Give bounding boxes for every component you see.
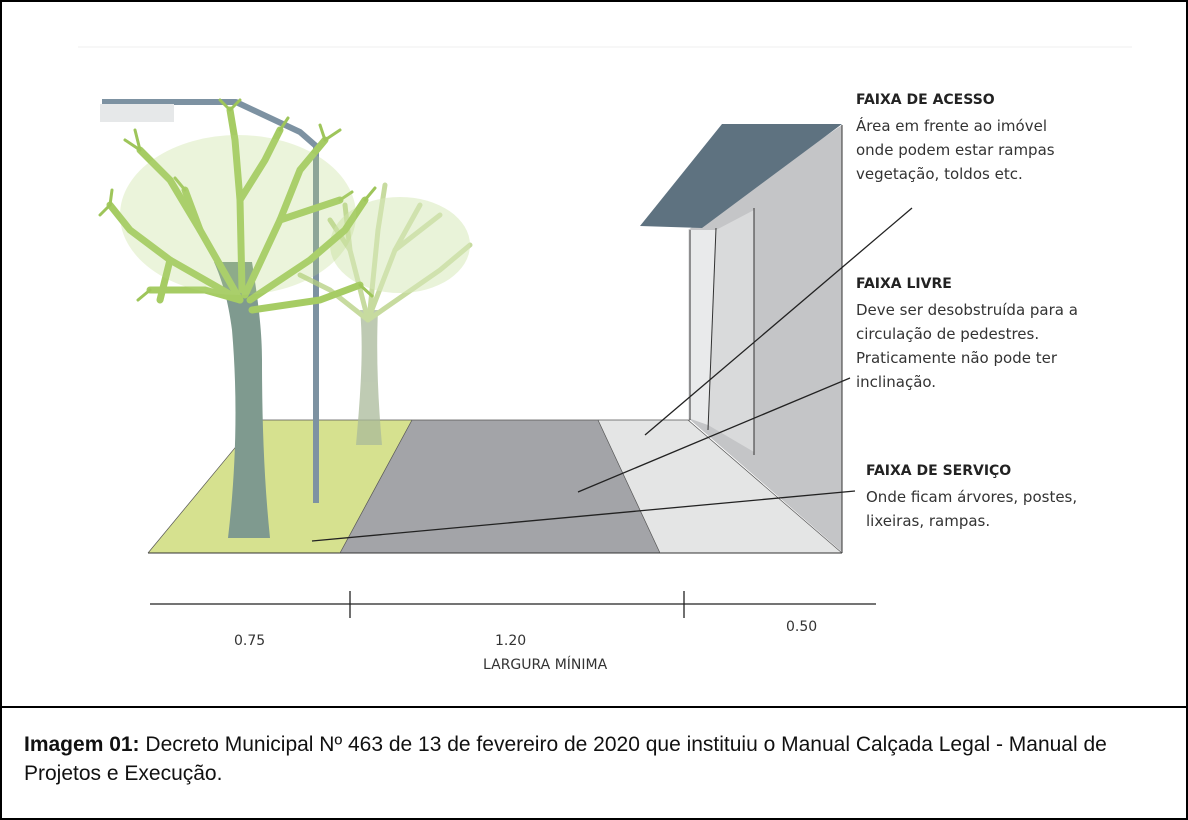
label-faixa-servico: FAIXA DE SERVIÇO Onde ficam árvores, pos… <box>866 463 1077 530</box>
livre-strip <box>340 420 660 553</box>
label-acesso-line: onde podem estar rampas <box>856 141 1055 159</box>
dimension-line <box>150 591 876 618</box>
label-livre-title: FAIXA LIVRE <box>856 276 952 292</box>
label-servico-line: lixeiras, rampas. <box>866 512 990 530</box>
leader-servico <box>311 490 856 542</box>
label-servico-title: FAIXA DE SERVIÇO <box>866 463 1011 479</box>
street-light <box>100 99 319 503</box>
tree-back <box>297 182 473 445</box>
sidewalk-diagram: FAIXA DE ACESSO Área em frente ao imóvel… <box>78 46 1132 673</box>
caption-label: Imagem 01: <box>24 733 140 756</box>
leader-acesso <box>644 207 913 436</box>
tree-trunk <box>214 262 270 538</box>
caption-text: Decreto Municipal Nº 463 de 13 de fevere… <box>24 733 1107 785</box>
acesso-strip <box>598 420 842 553</box>
servico-strip <box>148 420 412 553</box>
label-faixa-acesso: FAIXA DE ACESSO Área em frente ao imóvel… <box>856 92 1055 183</box>
sidewalk-strips <box>147 419 843 554</box>
light-pole <box>102 99 319 503</box>
building-pilaster <box>688 230 716 425</box>
dimension-livre: 1.20 <box>495 633 526 649</box>
dimension-acesso: 0.50 <box>786 619 817 635</box>
label-livre-line: circulação de pedestres. <box>856 325 1039 343</box>
leader-livre <box>577 377 851 493</box>
label-livre-line: inclinação. <box>856 373 936 391</box>
building-recess <box>708 210 754 452</box>
label-servico-line: Onde ficam árvores, postes, <box>866 488 1077 506</box>
label-acesso-line: vegetação, toldos etc. <box>856 165 1023 183</box>
label-acesso-line: Área em frente ao imóvel <box>856 116 1047 135</box>
label-livre-line: Deve ser desobstruída para a <box>856 301 1078 319</box>
label-livre-line: Praticamente não pode ter <box>856 349 1058 367</box>
tree-front <box>98 98 377 538</box>
building <box>640 124 843 553</box>
label-acesso-title: FAIXA DE ACESSO <box>856 92 995 108</box>
dimension-servico: 0.75 <box>234 633 265 649</box>
awning <box>640 124 842 228</box>
caption-divider <box>0 706 1188 708</box>
figure-caption: Imagem 01: Decreto Municipal Nº 463 de 1… <box>24 730 1164 788</box>
tree-foliage <box>106 106 369 314</box>
lamp-head <box>100 104 174 122</box>
label-faixa-livre: FAIXA LIVRE Deve ser desobstruída para a… <box>856 276 1078 391</box>
leader-lines <box>311 207 913 542</box>
dimension-livre-note: LARGURA MÍNIMA <box>483 656 608 673</box>
